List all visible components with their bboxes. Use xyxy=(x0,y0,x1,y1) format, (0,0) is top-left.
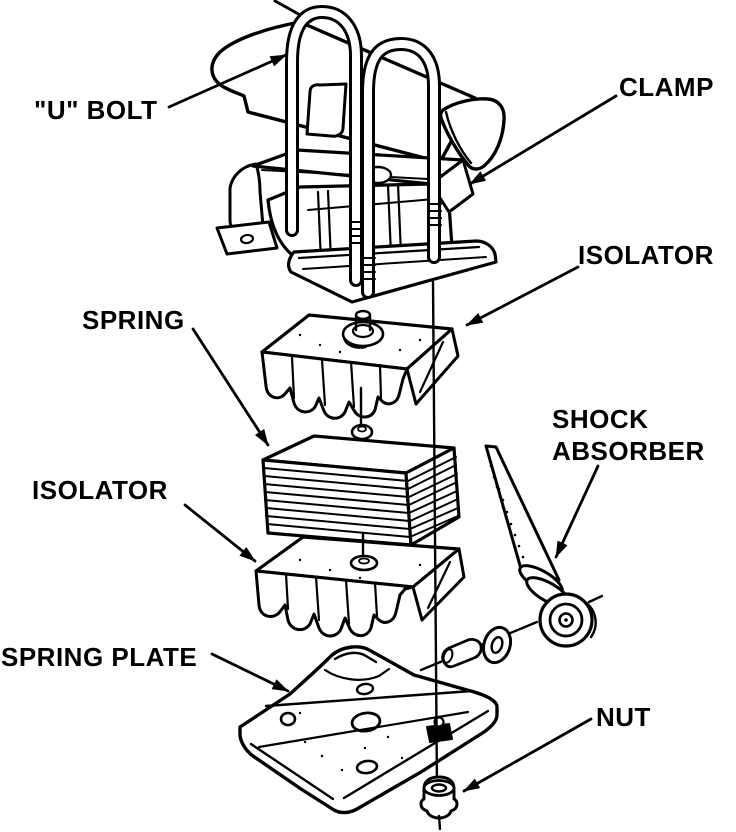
label-nut: NUT xyxy=(596,702,651,732)
center-bolt-pin-drawing xyxy=(350,386,374,441)
shock-absorber-drawing xyxy=(419,444,604,672)
spring-plate-drawing xyxy=(238,645,499,815)
shock-body-drawing xyxy=(484,444,561,582)
center-line xyxy=(431,280,439,792)
u-bolt-threads xyxy=(349,203,442,280)
shock-absorber-leader-arrow xyxy=(554,464,600,559)
spring-leader-arrow xyxy=(191,327,270,447)
mount-stud-drawing xyxy=(441,637,483,669)
label-u-bolt: "U" BOLT xyxy=(34,95,158,125)
upper-isolator-leader-arrow xyxy=(465,265,580,327)
label-shock-absorber-line2: ABSORBER xyxy=(552,436,705,466)
shock-eye-bushing-drawing xyxy=(538,592,597,648)
lower-pin-drawing xyxy=(349,531,379,572)
u-bolt-leader-arrow xyxy=(167,53,288,109)
leaf-spring-drawing xyxy=(261,434,461,547)
label-spring: SPRING xyxy=(82,305,185,335)
label-spring-plate: SPRING PLATE xyxy=(1,642,198,672)
label-clamp: CLAMP xyxy=(619,72,714,102)
stipple-dots xyxy=(298,711,404,772)
clamp-leader-arrow xyxy=(468,94,618,186)
stipple-dots xyxy=(298,558,422,587)
lower-isolator-drawing xyxy=(254,535,466,638)
nut-drawing xyxy=(419,775,459,831)
lower-isolator-leader-arrow xyxy=(183,503,257,563)
spring-plate-leader-arrow xyxy=(210,652,290,693)
upper-isolator-drawing xyxy=(260,309,460,420)
nut-leader-arrow xyxy=(462,717,593,793)
label-shock-absorber-line1: SHOCK xyxy=(552,404,649,434)
label-isolator-lower: ISOLATOR xyxy=(32,475,168,505)
leaf-lines xyxy=(263,456,459,538)
label-isolator-upper: ISOLATOR xyxy=(578,240,714,270)
stipple-dots xyxy=(298,333,422,354)
washer-drawing xyxy=(481,625,513,665)
leader-arrows xyxy=(167,53,618,793)
u-bolts-drawing xyxy=(285,5,442,299)
